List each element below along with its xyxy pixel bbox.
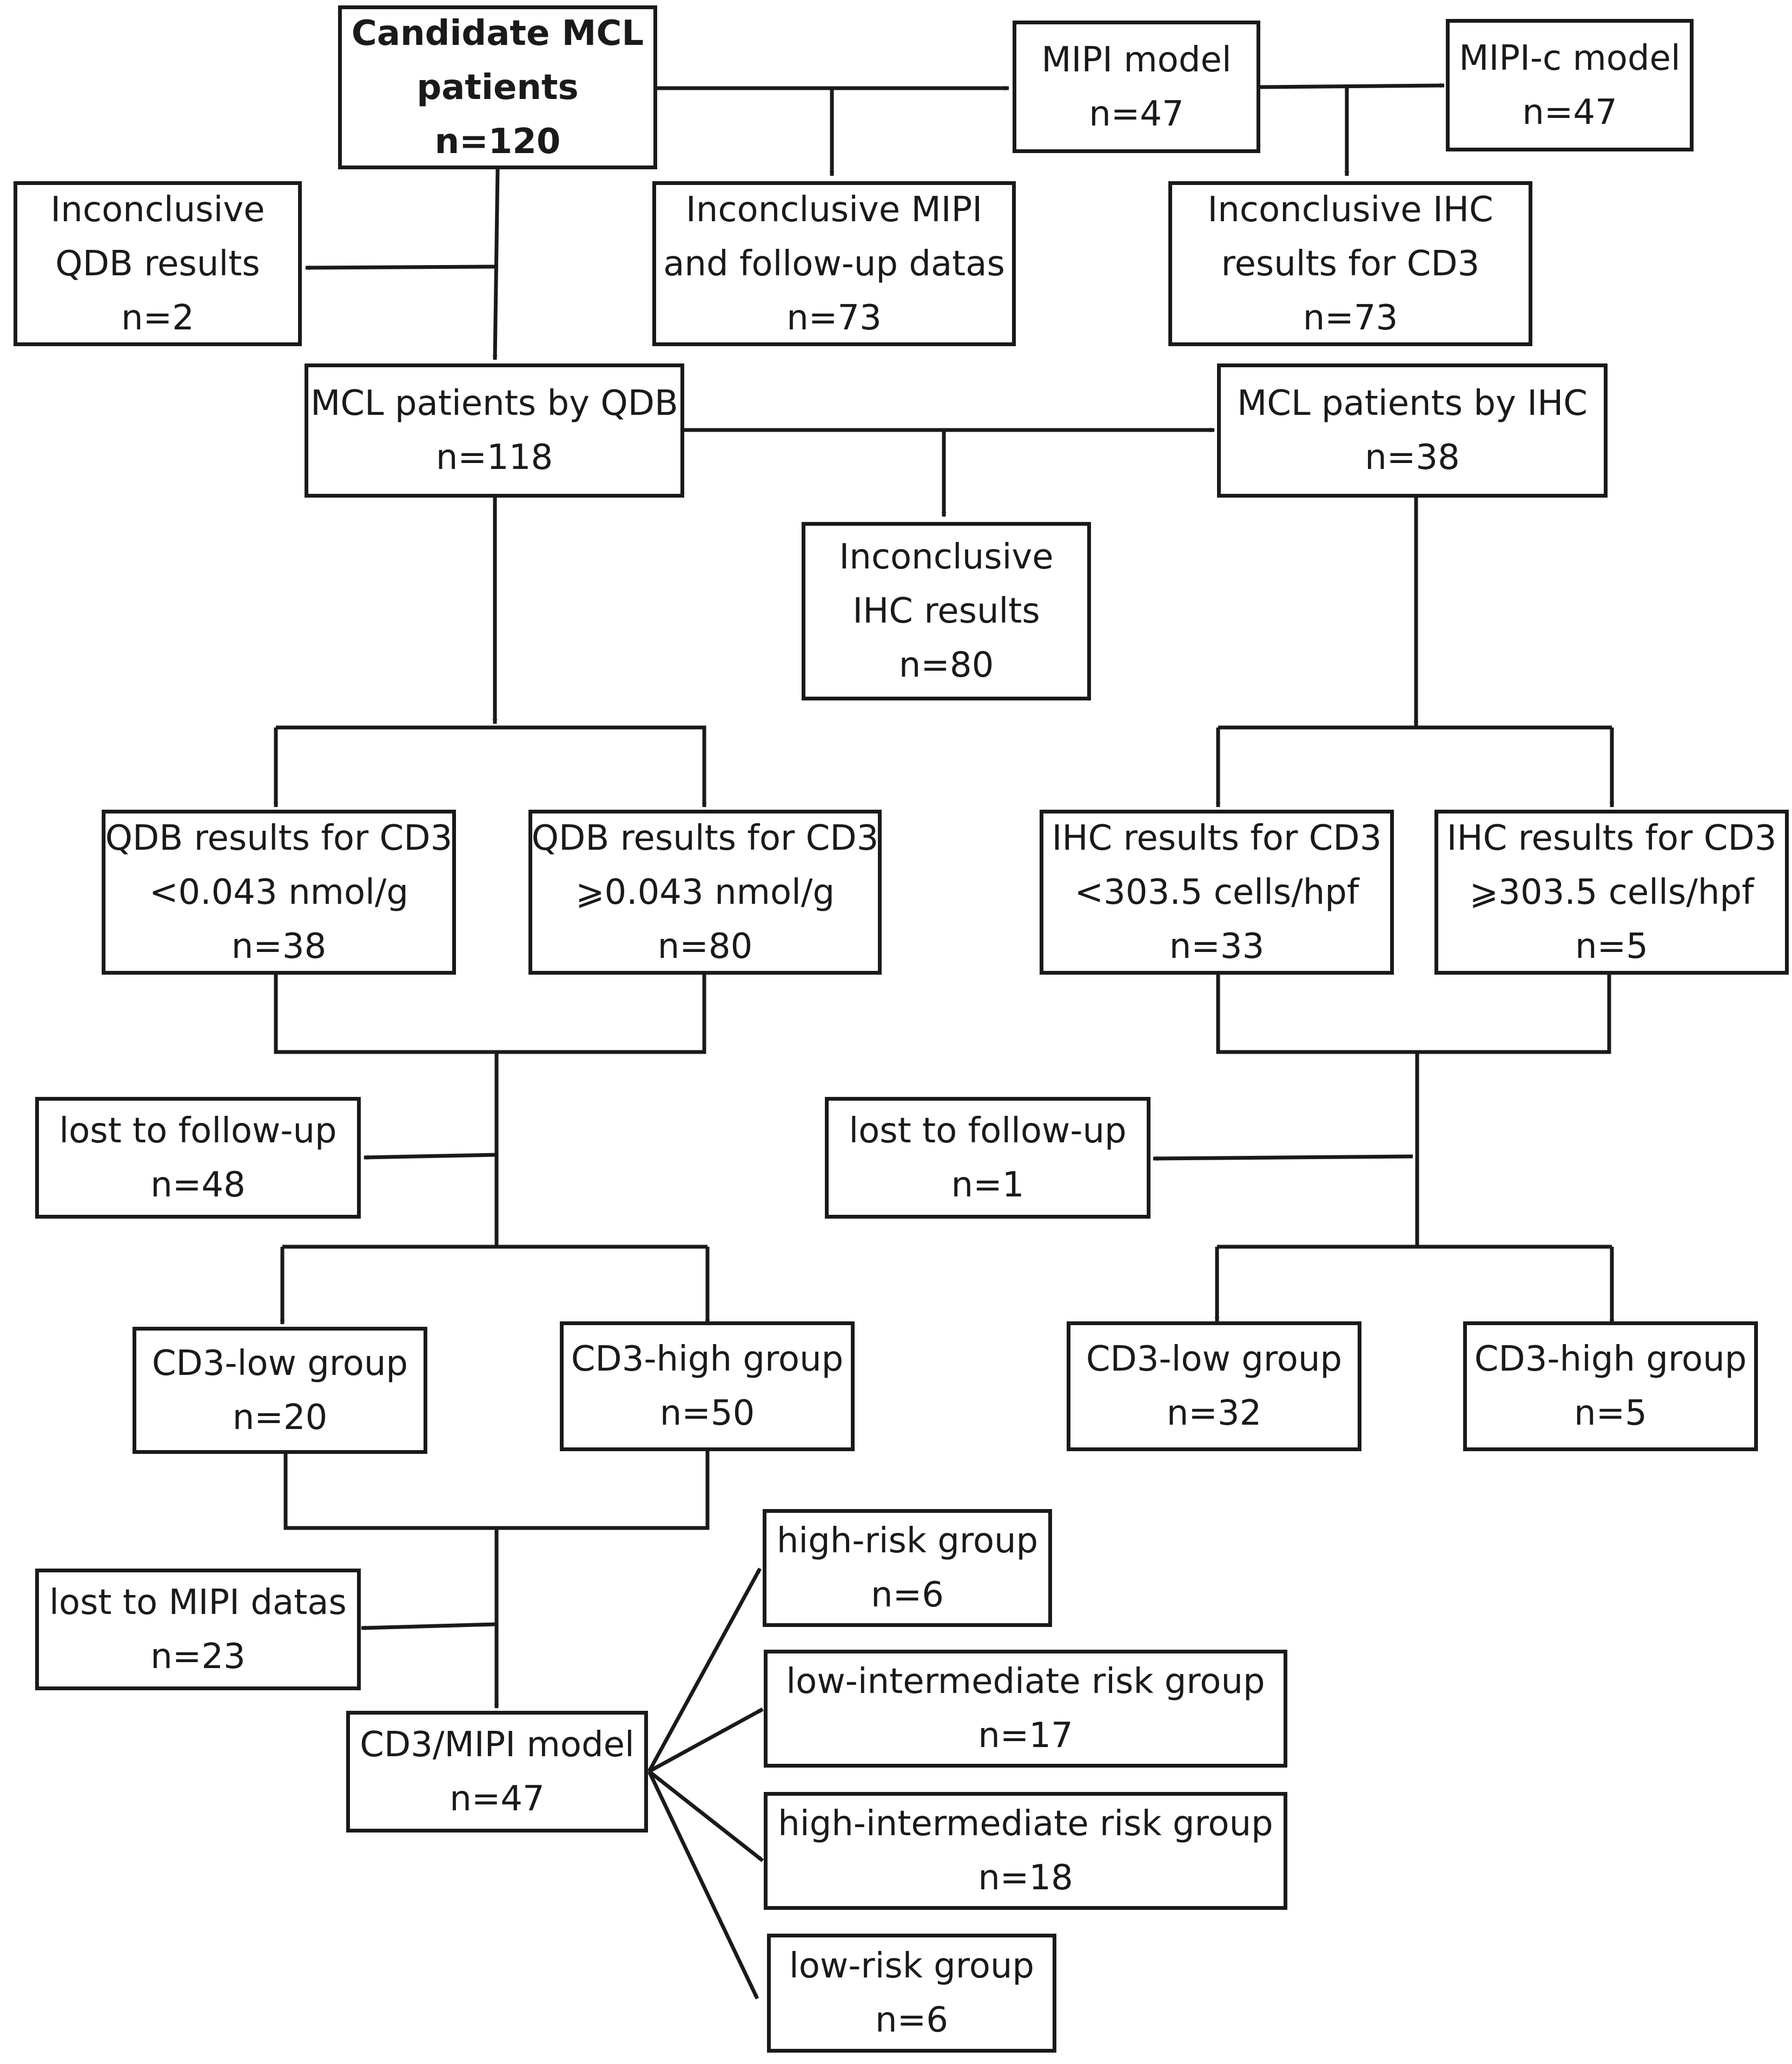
box-text-line: n=20 bbox=[232, 1397, 328, 1438]
edge-to-lost-ihc bbox=[1153, 1154, 1413, 1161]
box-text-line: <303.5 cells/hpf bbox=[1074, 872, 1359, 912]
box-text-line: n=6 bbox=[875, 2000, 948, 2040]
box-text-line: n=50 bbox=[659, 1393, 755, 1433]
box-text-line: Inconclusive MIPI bbox=[685, 189, 983, 230]
lost-follow-up-ihc-box: lost to follow-up n=1 bbox=[825, 1097, 1150, 1219]
box-text-line: n=38 bbox=[1365, 438, 1460, 478]
box-text-line: low-risk group bbox=[789, 1946, 1035, 1986]
box-text-line: n=80 bbox=[657, 926, 753, 967]
box-text-line: IHC results bbox=[852, 591, 1040, 631]
box-text-line: n=118 bbox=[435, 438, 553, 478]
high-intermediate-box: high-intermediate risk group n=18 bbox=[764, 1792, 1287, 1910]
mcl-qdb-box: MCL patients by QDB n=118 bbox=[305, 363, 684, 498]
box-text-line: n=47 bbox=[1089, 94, 1184, 134]
cd3-low-ihc-box: CD3-low group n=32 bbox=[1067, 1321, 1361, 1451]
edge-to-low-risk bbox=[647, 1770, 759, 2000]
box-text-line: low-intermediate risk group bbox=[786, 1662, 1265, 1702]
box-text-line: Inconclusive IHC bbox=[1207, 189, 1493, 230]
box-text-line: QDB results bbox=[55, 243, 260, 284]
box-text-line: MIPI-c model bbox=[1459, 38, 1681, 78]
box-text-line: n=32 bbox=[1166, 1393, 1262, 1433]
box-text-line: Inconclusive bbox=[50, 189, 265, 230]
edge-to-low-intermediate bbox=[648, 1707, 764, 1774]
box-text-line: lost to follow-up bbox=[59, 1110, 337, 1151]
mipic-model-box: MIPI-c model n=47 bbox=[1446, 19, 1694, 151]
box-text-line: high-intermediate risk group bbox=[778, 1804, 1273, 1844]
ihc-low-box: IHC results for CD3 <303.5 cells/hpf n=33 bbox=[1040, 810, 1394, 975]
edge-candidate-to-mcl-qdb bbox=[492, 169, 500, 360]
box-text-line: CD3-high group bbox=[571, 1339, 844, 1379]
edge-to-high-intermediate bbox=[647, 1770, 764, 1862]
edge-merge-ihc bbox=[1216, 974, 1611, 1247]
box-text-line: n=48 bbox=[150, 1165, 246, 1205]
box-text-line: lost to follow-up bbox=[849, 1110, 1127, 1151]
box-text-line: <0.043 nmol/g bbox=[149, 872, 409, 912]
box-text-line: n=2 bbox=[121, 297, 194, 338]
edge-to-lost-qdb bbox=[363, 1153, 497, 1160]
low-risk-box: low-risk group n=6 bbox=[767, 1934, 1056, 2053]
lost-follow-up-qdb-box: lost to follow-up n=48 bbox=[35, 1097, 361, 1219]
box-text-line: n=80 bbox=[898, 645, 994, 685]
box-text-line: MCL patients by QDB bbox=[310, 383, 678, 424]
box-text-line: patients bbox=[416, 67, 579, 108]
box-text-line: CD3-high group bbox=[1474, 1339, 1747, 1379]
inconclusive-ihc-cd3-box: Inconclusive IHC results for CD3 n=73 bbox=[1168, 181, 1532, 346]
box-text-line: MIPI model bbox=[1041, 39, 1232, 80]
box-text-line: n=5 bbox=[1574, 1393, 1647, 1433]
box-text-line: CD3-low group bbox=[1086, 1339, 1343, 1379]
box-text-line: QDB results for CD3 bbox=[105, 818, 453, 858]
ihc-high-box: IHC results for CD3 ⩾303.5 cells/hpf n=5 bbox=[1434, 810, 1789, 975]
box-text-line: CD3-low group bbox=[151, 1343, 408, 1384]
edge-to-high-risk bbox=[647, 1567, 762, 1772]
qdb-low-box: QDB results for CD3 <0.043 nmol/g n=38 bbox=[102, 810, 456, 975]
edge-mipi-to-mipic bbox=[1260, 83, 1445, 89]
lost-mipi-box: lost to MIPI datas n=23 bbox=[35, 1569, 361, 1690]
edge-merge-qdb bbox=[274, 974, 706, 1247]
box-text-line: MCL patients by IHC bbox=[1237, 383, 1588, 424]
cd3-low-qdb-box: CD3-low group n=20 bbox=[133, 1327, 427, 1454]
cd3-mipi-box: CD3/MIPI model n=47 bbox=[346, 1711, 648, 1833]
edge-candidate-to-inconclusive-qdb bbox=[305, 264, 495, 270]
box-text-line: n=47 bbox=[1522, 92, 1617, 133]
candidate-box: Candidate MCL patients n=120 bbox=[338, 5, 657, 169]
edge-to-lost-mipi bbox=[361, 1622, 497, 1631]
edge-split-qdb bbox=[274, 725, 706, 807]
box-text-line: lost to MIPI datas bbox=[49, 1582, 347, 1623]
box-text-line: QDB results for CD3 bbox=[531, 818, 879, 858]
box-text-line: n=5 bbox=[1575, 926, 1648, 967]
high-risk-box: high-risk group n=6 bbox=[763, 1509, 1052, 1627]
box-text-line: ⩾303.5 cells/hpf bbox=[1469, 872, 1754, 912]
box-text-line: Candidate MCL bbox=[351, 13, 644, 54]
box-text-line: n=6 bbox=[871, 1575, 944, 1615]
qdb-high-box: QDB results for CD3 ⩾0.043 nmol/g n=80 bbox=[528, 810, 882, 975]
box-text-line: n=38 bbox=[231, 926, 327, 967]
box-text-line: n=47 bbox=[449, 1778, 545, 1819]
box-text-line: IHC results for CD3 bbox=[1052, 818, 1382, 858]
box-text-line: n=1 bbox=[951, 1165, 1024, 1205]
mcl-ihc-box: MCL patients by IHC n=38 bbox=[1217, 363, 1608, 498]
cd3-high-ihc-box: CD3-high group n=5 bbox=[1463, 1321, 1758, 1451]
mipi-model-box: MIPI model n=47 bbox=[1013, 21, 1260, 153]
low-intermediate-box: low-intermediate risk group n=17 bbox=[764, 1650, 1287, 1768]
box-text-line: high-risk group bbox=[776, 1521, 1039, 1561]
box-text-line: Inconclusive bbox=[839, 537, 1054, 577]
box-text-line: n=73 bbox=[1302, 297, 1398, 338]
cd3-high-qdb-box: CD3-high group n=50 bbox=[560, 1321, 855, 1451]
box-text-line: n=120 bbox=[434, 121, 561, 162]
box-text-line: CD3/MIPI model bbox=[360, 1724, 634, 1765]
box-text-line: n=17 bbox=[978, 1716, 1073, 1756]
box-text-line: and follow-up datas bbox=[663, 243, 1005, 284]
box-text-line: n=33 bbox=[1169, 926, 1265, 967]
box-text-line: n=73 bbox=[786, 297, 882, 338]
inconclusive-mipi-box: Inconclusive MIPI and follow-up datas n=73 bbox=[652, 181, 1016, 346]
box-text-line: results for CD3 bbox=[1221, 243, 1480, 284]
box-text-line: n=18 bbox=[978, 1858, 1073, 1898]
box-text-line: IHC results for CD3 bbox=[1446, 818, 1777, 858]
box-text-line: ⩾0.043 nmol/g bbox=[575, 872, 835, 912]
box-text-line: n=23 bbox=[150, 1636, 246, 1677]
